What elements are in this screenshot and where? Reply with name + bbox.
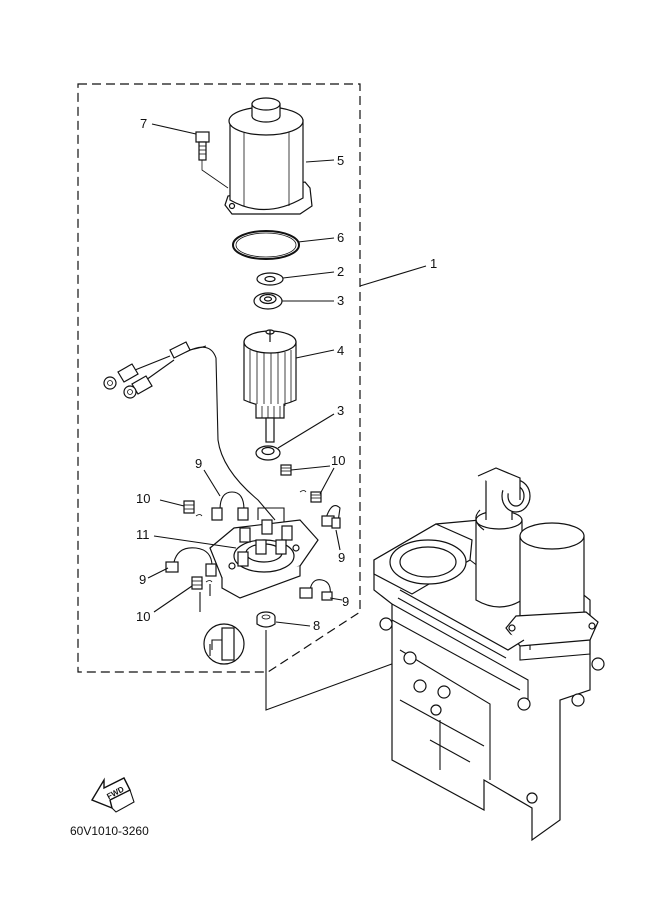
callout-6: 6 bbox=[337, 230, 344, 245]
outboard-bracket-assembly bbox=[373, 467, 605, 842]
callout-9-right: 9 bbox=[338, 550, 345, 565]
callout-3-lower: 3 bbox=[337, 403, 344, 418]
callout-10-bottom: 10 bbox=[136, 609, 150, 624]
assembly-boundary bbox=[77, 83, 361, 673]
brush-holder-base bbox=[209, 507, 319, 599]
leader-lines bbox=[147, 123, 431, 711]
callout-4: 4 bbox=[337, 343, 344, 358]
callout-9-top: 9 bbox=[195, 456, 202, 471]
callout-7: 7 bbox=[140, 116, 147, 131]
lead-wires bbox=[103, 341, 276, 521]
bearing-lower-part-3 bbox=[255, 445, 281, 461]
callout-5: 5 bbox=[337, 153, 344, 168]
callout-1: 1 bbox=[430, 256, 437, 271]
callout-labels: 1 2 3 3 4 5 6 7 8 9 9 9 9 10 10 10 11 bbox=[136, 116, 437, 633]
bolt-part-7 bbox=[195, 131, 229, 189]
callout-8: 8 bbox=[313, 618, 320, 633]
brush-part-9-right bbox=[321, 505, 341, 529]
brush-part-9-lower-right bbox=[299, 579, 333, 601]
washer-part-2 bbox=[256, 272, 284, 286]
seal-detail-inset bbox=[203, 623, 245, 665]
spring-part-10-left bbox=[183, 500, 203, 517]
callout-3-upper: 3 bbox=[337, 293, 344, 308]
callout-9-left: 9 bbox=[139, 572, 146, 587]
brush-part-9-upper-left bbox=[211, 491, 249, 521]
callout-10-right: 10 bbox=[331, 453, 345, 468]
motor-housing-part-5 bbox=[224, 97, 313, 215]
bearing-upper-part-3 bbox=[253, 292, 283, 310]
spring-part-10-top-center bbox=[280, 464, 292, 476]
o-ring-part-6 bbox=[232, 230, 300, 260]
fwd-arrow-icon: FWD bbox=[90, 777, 135, 813]
callout-10-left: 10 bbox=[136, 491, 150, 506]
callout-2: 2 bbox=[337, 264, 344, 279]
oil-seal-part-8 bbox=[256, 611, 276, 628]
callout-9-bottom: 9 bbox=[342, 594, 349, 609]
diagram-code: 60V1010-3260 bbox=[70, 824, 149, 838]
armature-part-4 bbox=[243, 329, 297, 443]
callout-11: 11 bbox=[136, 527, 150, 542]
spring-part-10-right bbox=[299, 490, 322, 503]
spring-part-10-lower bbox=[191, 576, 213, 590]
brush-part-9-left bbox=[165, 547, 217, 577]
